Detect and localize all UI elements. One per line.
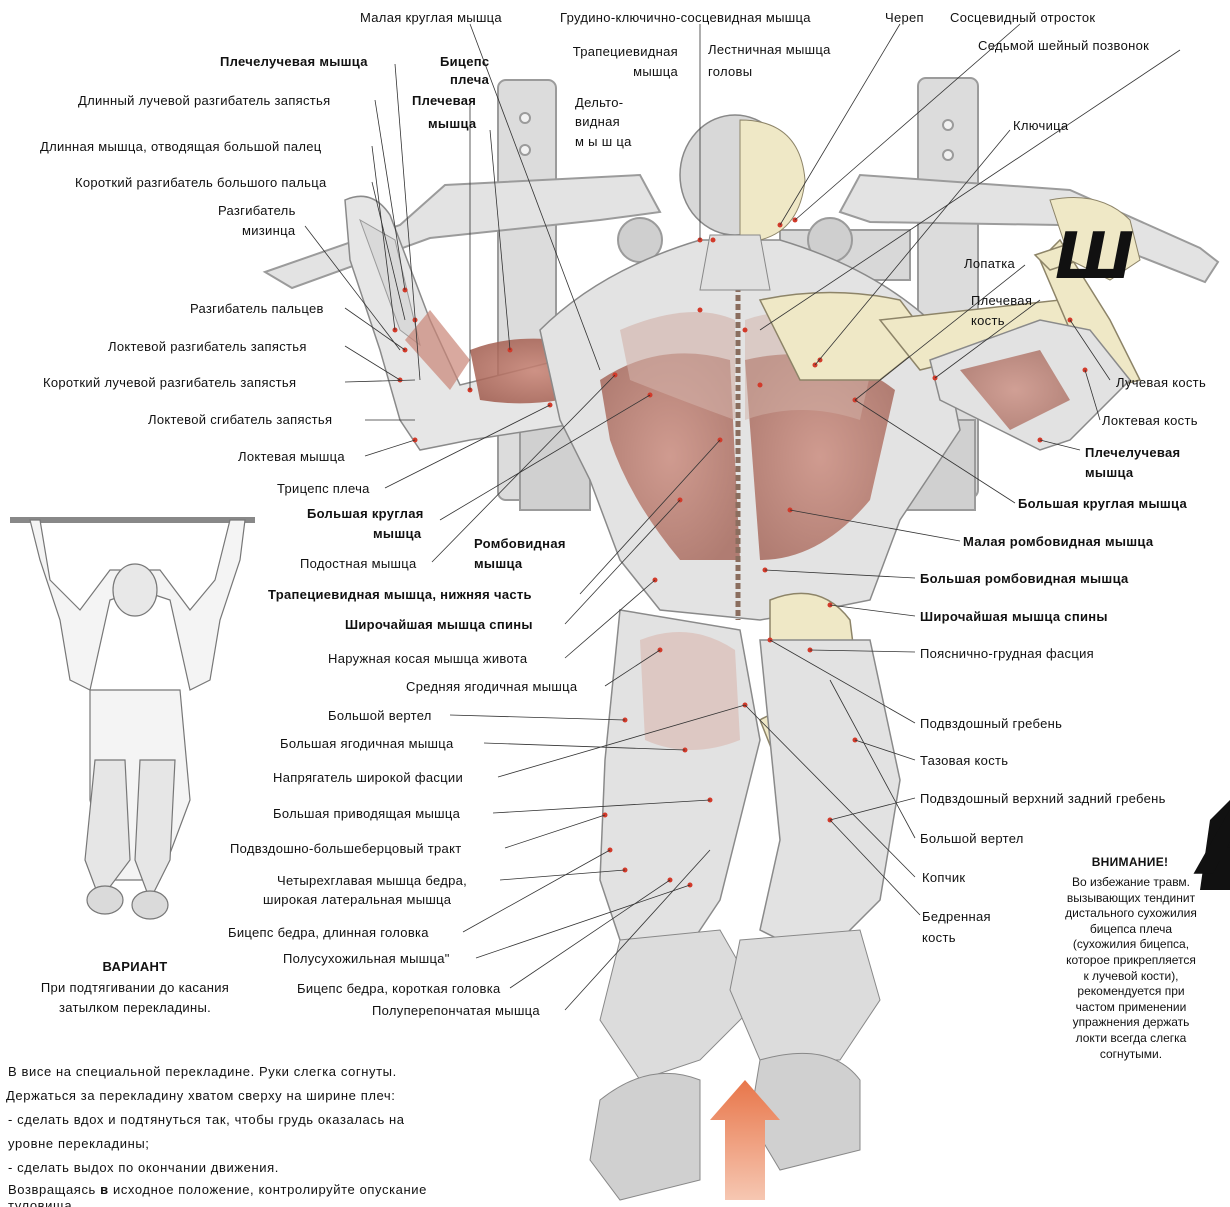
label-ext-digiti-minimi-2: мизинца <box>242 222 295 239</box>
label-external-oblique: Наружная косая мышца живота <box>328 650 527 667</box>
warning-line: локти всегда слегка <box>1036 1031 1226 1047</box>
label-posterior-superior-iliac: Подвздошный верхний задний гребень <box>920 790 1166 807</box>
variant-figure <box>10 520 255 919</box>
label-semimembranosus: Полуперепончатая мышца <box>372 1002 540 1019</box>
label-ext-digiti-minimi: Разгибатель <box>218 202 296 219</box>
label-trapezius-top: Трапециевидная <box>545 43 678 60</box>
instruction-word-in: в <box>100 1182 109 1197</box>
variant-line-2: затылком перекладины. <box>10 999 260 1016</box>
label-teres-minor: Малая круглая мышца <box>360 9 502 26</box>
warning-line: Во избежание травм. <box>1036 875 1226 891</box>
label-brachialis: Плечевая <box>412 92 476 109</box>
label-ext-pollicis-brevis: Короткий разгибатель большого пальца <box>75 174 327 191</box>
label-triceps: Трицепс плеча <box>277 480 370 497</box>
label-teres-major-left: Большая круглая <box>307 505 424 522</box>
label-brachioradialis-right: Плечелучевая <box>1085 444 1180 461</box>
label-biceps: Бицепс <box>440 53 489 70</box>
label-ext-digitorum: Разгибатель пальцев <box>190 300 324 317</box>
label-scalene: Лестничная мышца <box>708 41 831 58</box>
label-skull: Череп <box>885 9 924 26</box>
label-pelvic-bone: Тазовая кость <box>920 752 1008 769</box>
instruction-word-return: Возвращаясь <box>8 1182 96 1197</box>
warning-title: ВНИМАНИЕ! <box>1060 854 1200 871</box>
label-scalene-2: головы <box>708 63 752 80</box>
instruction-line-3: - сделать вдох и подтянуться так, чтобы … <box>8 1110 405 1129</box>
label-biceps-femoris-short: Бицепс бедра, короткая головка <box>297 980 501 997</box>
label-lower-trapezius: Трапециевидная мышца, нижняя часть <box>268 586 532 603</box>
label-rhomboid-2: мышца <box>474 555 522 572</box>
label-semitendinosus: Полусухожильная мышца" <box>283 950 450 967</box>
warning-line: которое прикрепляется <box>1036 953 1226 969</box>
label-c7-vertebra: Седьмой шейный позвонок <box>978 37 1149 54</box>
instruction-line-4: уровне перекладины; <box>8 1134 150 1153</box>
instruction-line-1: В висе на специальной перекладине. Руки … <box>8 1062 397 1081</box>
instruction-line-7: туловища. <box>8 1196 76 1207</box>
warning-line: бицепса плеча <box>1036 922 1226 938</box>
warning-line: дистального сухожилия <box>1036 906 1226 922</box>
warning-line: частом применении <box>1036 1000 1226 1016</box>
label-iliotibial-tract: Подвздошно-большеберцовый тракт <box>230 840 461 857</box>
torso <box>540 240 960 620</box>
label-biceps-2: плеча <box>450 71 489 88</box>
label-sternocleidomastoid: Грудино-ключично-сосцевидная мышца <box>560 9 811 26</box>
label-tensor-fasciae-latae: Напрягатель широкой фасции <box>273 769 463 786</box>
decor-glyph-sha: Ш <box>1055 222 1134 292</box>
label-rhomboid-minor: Малая ромбовидная мышца <box>963 533 1153 550</box>
warning-line: упражнения держать <box>1036 1015 1226 1031</box>
label-abductor-pollicis-longus: Длинная мышца, отводящая большой палец <box>40 138 322 155</box>
label-teres-major-left-2: мышца <box>373 525 421 542</box>
label-ulna: Локтевая кость <box>1102 412 1198 429</box>
label-adductor-magnus: Большая приводящая мышца <box>273 805 460 822</box>
label-radius: Лучевая кость <box>1116 374 1206 391</box>
warning-text: Во избежание травм. вызывающих тендинит … <box>1036 875 1226 1062</box>
label-ext-carpi-radialis-longus: Длинный лучевой разгибатель запястья <box>78 92 330 109</box>
label-deltoid-2: видная <box>575 113 620 130</box>
label-scapula: Лопатка <box>964 255 1015 272</box>
warning-line: вызывающих тендинит <box>1036 891 1226 907</box>
instruction-word-rest: исходное положение, контролируйте опуска… <box>113 1182 427 1197</box>
label-quadriceps: Четырехглавая мышца бедра, <box>277 872 467 889</box>
label-thoracolumbar-fascia: Пояснично-грудная фасция <box>920 645 1094 662</box>
label-rhomboid-major: Большая ромбовидная мышца <box>920 570 1129 587</box>
label-ext-carpi-ulnaris: Локтевой разгибатель запястья <box>108 338 307 355</box>
label-deltoid-3: м ы ш ца <box>575 133 632 150</box>
label-femur: Бедренная <box>922 908 991 925</box>
decor-glyph-a: А <box>1200 790 1230 890</box>
label-deltoid: Дельто- <box>575 94 623 111</box>
warning-line: согнутыми. <box>1036 1047 1226 1063</box>
label-coccyx: Копчик <box>922 869 965 886</box>
instruction-line-2: Держаться за перекладину хватом сверху н… <box>6 1086 396 1105</box>
instruction-line-5: - сделать выдох по окончании движения. <box>8 1158 279 1177</box>
label-latissimus-left: Широчайшая мышца спины <box>345 616 533 633</box>
label-greater-trochanter-right: Большой вертел <box>920 830 1024 847</box>
label-vastus-lateralis: широкая латеральная мышца <box>263 891 451 908</box>
label-mastoid-process: Сосцевидный отросток <box>950 9 1095 26</box>
label-rhomboid: Ромбовидная <box>474 535 566 552</box>
label-latissimus-right: Широчайшая мышца спины <box>920 608 1108 625</box>
label-femur-2: кость <box>922 929 956 946</box>
label-anconeus: Локтевая мышца <box>238 448 345 465</box>
label-iliac-crest: Подвздошный гребень <box>920 715 1062 732</box>
label-infraspinatus: Подостная мышца <box>300 555 417 572</box>
label-humerus: Плечевая <box>971 292 1032 309</box>
label-trapezius-top-2: мышца <box>545 63 678 80</box>
label-brachialis-2: мышца <box>428 115 476 132</box>
label-brachioradialis: Плечелучевая мышца <box>220 53 368 70</box>
label-teres-major-right: Большая круглая мышца <box>1018 495 1187 512</box>
label-gluteus-medius: Средняя ягодичная мышца <box>406 678 577 695</box>
variant-line-1: При подтягивании до касания <box>10 979 260 996</box>
label-flexor-carpi-ulnaris: Локтевой сгибатель запястья <box>148 411 332 428</box>
variant-title: ВАРИАНТ <box>60 958 210 975</box>
warning-line: к лучевой кости), <box>1036 969 1226 985</box>
label-ext-carpi-radialis-brevis: Короткий лучевой разгибатель запястья <box>43 374 296 391</box>
label-greater-trochanter-left: Большой вертел <box>328 707 432 724</box>
label-clavicle: Ключица <box>1013 117 1068 134</box>
label-gluteus-maximus: Большая ягодичная мышца <box>280 735 454 752</box>
label-biceps-femoris-long: Бицепс бедра, длинная головка <box>228 924 429 941</box>
label-brachioradialis-right-2: мышца <box>1085 464 1133 481</box>
label-humerus-2: кость <box>971 312 1005 329</box>
warning-line: рекомендуется при <box>1036 984 1226 1000</box>
warning-line: (сухожилия бицепса, <box>1036 937 1226 953</box>
